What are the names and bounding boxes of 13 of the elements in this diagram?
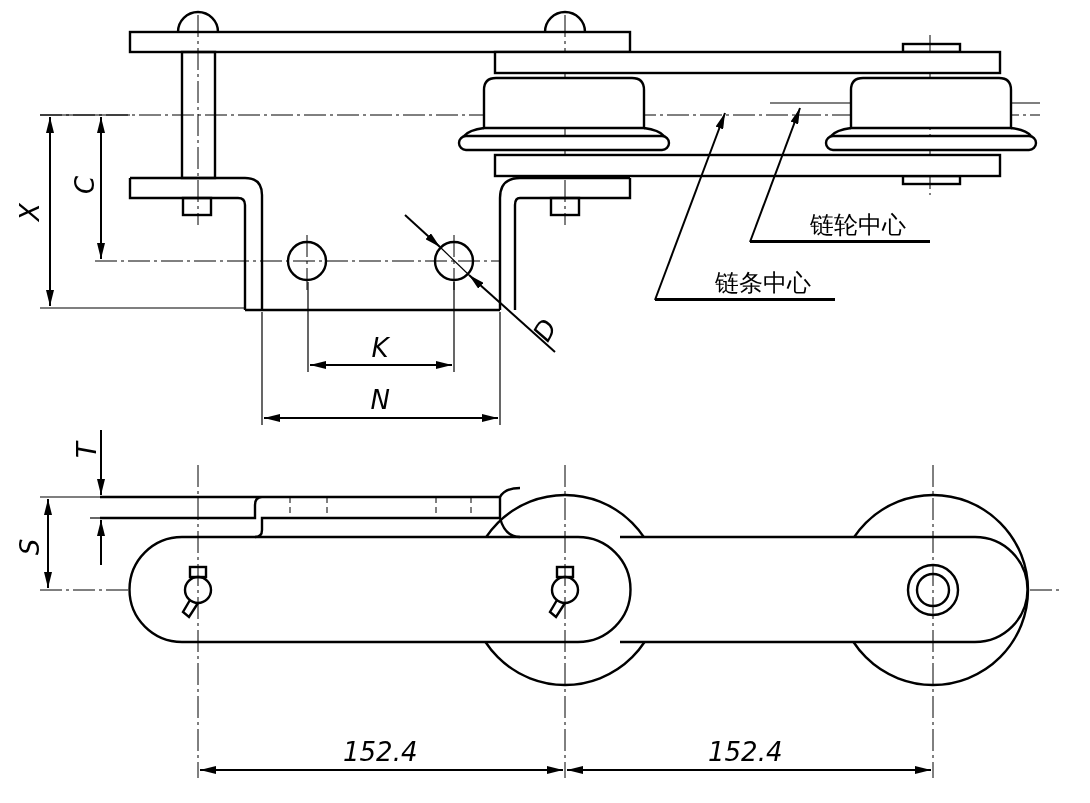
dimension-label: C [72, 175, 99, 195]
dimension-label: D [528, 314, 562, 346]
dimension-label: N [370, 387, 390, 413]
dimension-label: S [16, 538, 43, 556]
leader-line [749, 107, 801, 243]
dimension-label: K [371, 335, 389, 361]
dimension-label: T [73, 442, 100, 458]
leader-note: 链条中心 [655, 269, 835, 301]
dimension-label: 152.4 [343, 739, 418, 765]
leader-line [654, 112, 726, 301]
leader-note: 链轮中心 [750, 211, 930, 243]
dimension-label: X [16, 203, 43, 221]
dimension-label: 152.4 [708, 739, 783, 765]
